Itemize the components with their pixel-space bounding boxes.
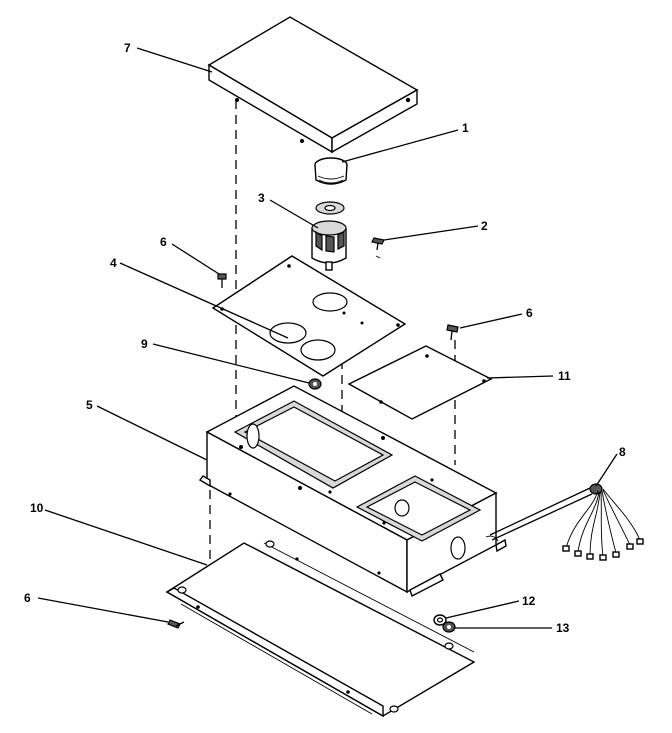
main-enclosure-box — [198, 385, 507, 597]
callout-12: 12 — [522, 594, 536, 608]
hex-nut — [308, 378, 322, 390]
leader-lines — [37, 47, 618, 629]
callout-10: 10 — [30, 501, 44, 515]
callout-4: 4 — [110, 256, 117, 270]
callout-7: 7 — [124, 41, 131, 55]
callout-3: 3 — [258, 191, 265, 205]
switch-assembly — [311, 201, 347, 271]
screw-2 — [371, 237, 385, 259]
screw-6-right — [446, 324, 459, 341]
top-cover — [207, 16, 419, 154]
screw-6-left — [167, 619, 185, 629]
bottom-plate — [165, 540, 476, 718]
callout-6-right: 6 — [526, 306, 533, 320]
callout-labels: 7 1 3 2 6 4 9 6 11 5 8 10 6 12 13 — [24, 41, 626, 635]
knob-cap — [314, 157, 348, 185]
callout-5: 5 — [86, 398, 93, 412]
callout-2: 2 — [481, 219, 488, 233]
callout-1: 1 — [462, 121, 469, 135]
callout-6-top: 6 — [160, 235, 167, 249]
callout-13: 13 — [556, 621, 570, 635]
grommet-and-bushing — [433, 614, 456, 633]
callout-11: 11 — [558, 369, 571, 383]
mounting-plate — [211, 255, 407, 377]
callout-6-left: 6 — [24, 591, 31, 605]
wire-harness — [485, 483, 644, 561]
callout-8: 8 — [619, 445, 626, 459]
screw-6-top — [217, 273, 227, 288]
callout-9: 9 — [141, 337, 148, 351]
small-cover-plate — [347, 345, 493, 420]
